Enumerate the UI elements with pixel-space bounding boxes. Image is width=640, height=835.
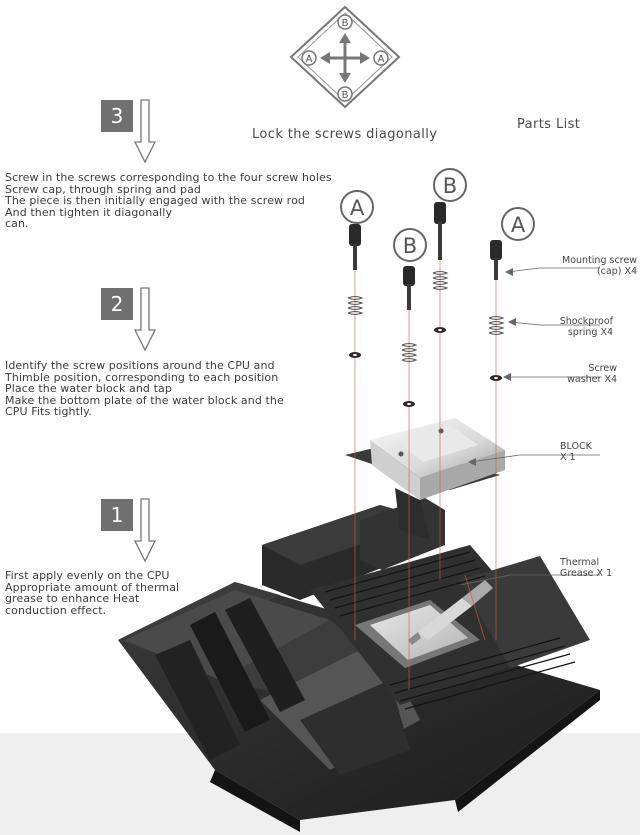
screw-assembly-a2 [488, 240, 505, 381]
motherboard [118, 498, 600, 832]
dimm-slot-lines [324, 551, 576, 710]
compass-right-label: A [378, 54, 385, 65]
step-1-badge: 1 [101, 499, 133, 531]
screw-label-a1: A [350, 196, 365, 220]
down-arrow-icon [134, 287, 156, 352]
down-arrow-icon [134, 99, 156, 164]
screw-assembly-a1 [347, 224, 364, 358]
callout-arrowheads [468, 268, 516, 466]
compass-bottom-label: B [342, 90, 349, 101]
screw-label-a2: A [511, 213, 526, 237]
step-2-badge: 2 [101, 288, 133, 320]
callout-leaders [459, 267, 600, 586]
screw-label-b1: B [403, 234, 417, 258]
step-3-text: Screw in the screws corresponding to the… [5, 171, 332, 230]
step-3-badge: 3 [101, 100, 133, 132]
screw-label-b2: B [443, 174, 457, 198]
parts-list-title: Parts List [517, 117, 581, 132]
down-arrow-icon [134, 498, 156, 563]
thermal-grease-syringe [408, 580, 493, 645]
diagonal-compass-icon: B B A A [289, 5, 401, 109]
water-block [345, 418, 505, 540]
compass-top-label: B [342, 18, 349, 29]
diagonal-caption: Lock the screws diagonally [252, 127, 438, 142]
part-label-mounting-screw: Mounting screw(cap) X4 [562, 255, 637, 277]
screw-assembly-b2 [432, 202, 449, 333]
alignment-guides [354, 260, 497, 690]
step-2-text: Identify the screw positions around the … [5, 359, 284, 418]
screw-assembly-b1 [401, 266, 418, 407]
compass-left-label: A [306, 54, 313, 65]
